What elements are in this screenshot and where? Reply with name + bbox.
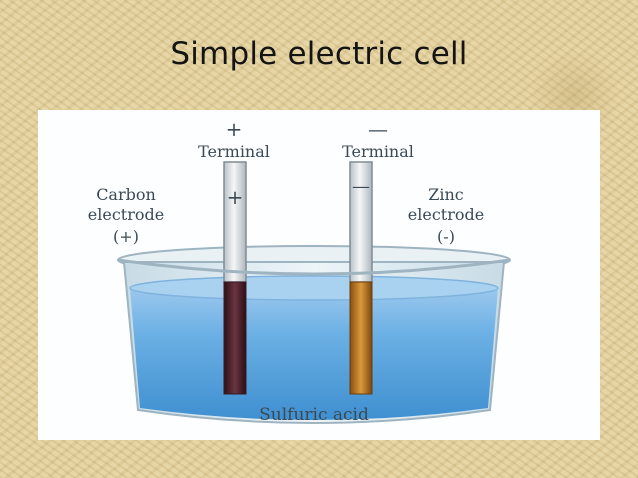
carbon-electrode-upper	[223, 161, 247, 283]
zinc-rod-minus-mark: —	[352, 176, 370, 197]
negative-terminal-sign: —	[368, 117, 388, 141]
zinc-label-line1: Zinc	[428, 185, 464, 204]
positive-terminal-label: Terminal	[198, 142, 270, 161]
carbon-label-line1: Carbon	[96, 185, 156, 204]
carbon-electrode-rod	[223, 281, 247, 395]
positive-terminal-sign: +	[226, 117, 243, 141]
negative-terminal-label: Terminal	[342, 142, 414, 161]
beaker-rim-front	[117, 258, 511, 276]
sulfuric-acid-label: Sulfuric acid	[259, 405, 369, 425]
acid-surface	[129, 275, 499, 301]
sulfuric-acid-liquid	[130, 288, 498, 420]
carbon-label-line3: (+)	[113, 227, 139, 246]
zinc-electrode-rod	[349, 281, 373, 395]
electric-cell-svg: + — + Terminal — Terminal Carbon electro…	[88, 117, 511, 425]
carbon-label-line2: electrode	[88, 205, 164, 224]
zinc-label-line3: (-)	[437, 227, 455, 246]
zinc-label-line2: electrode	[408, 205, 484, 224]
slide-title: Simple electric cell	[170, 36, 468, 72]
carbon-rod-plus-mark: +	[227, 185, 244, 209]
electric-cell-diagram: + — + Terminal — Terminal Carbon electro…	[38, 110, 600, 440]
